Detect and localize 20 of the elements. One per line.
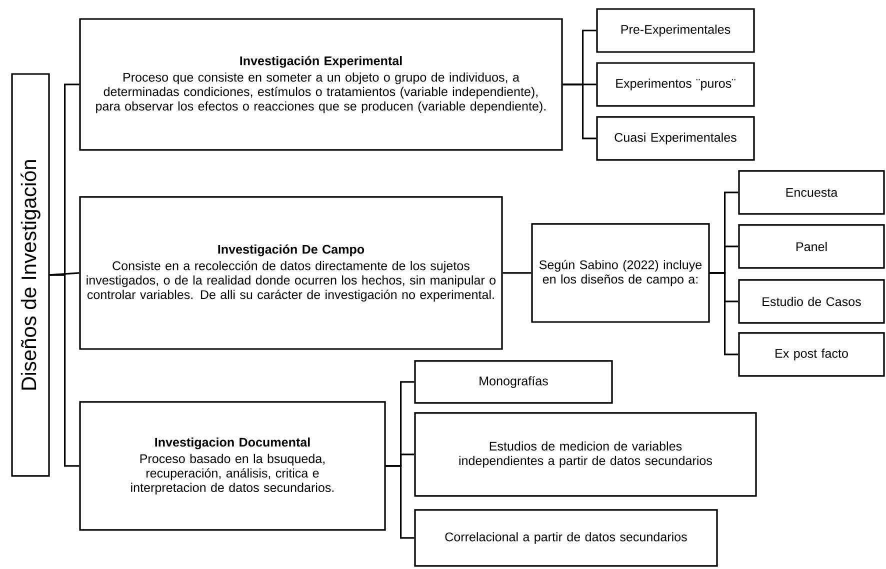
item-box: Monografías (414, 360, 613, 404)
connector-line (386, 465, 414, 539)
category-box: Investigación De Campo Consiste en a recolección de datos directamente de los sujetos investigados, o de la realidad donde ocurren los hechos, sin manipular o controlar variables. De alli su carácter de investigación no experimental. (79, 196, 503, 350)
connector-line (50, 274, 80, 467)
category-box: Investigación Experimental Proceso que consiste en someter a un objeto o grupo de individuos, a determinadas condiciones, estímulos o tratamientos (variable independiente), para observar los efectos o reacciones que se producen (variable dependiente). (79, 18, 563, 151)
item-box: Estudios de medicion de variables independientes a partir de datos secundarios (414, 412, 757, 497)
item-box: Pre-Experimentales (596, 8, 755, 53)
item-box: Según Sabino (2022) incluye en los diseños de campo a: (531, 223, 710, 323)
item-box: Ex post facto (738, 332, 885, 377)
connector-line (502, 272, 532, 274)
connector-line (562, 84, 596, 140)
title-box: Diseños de Investigación (11, 73, 50, 477)
item-box: Encuesta (738, 170, 885, 215)
category-box: Investigacion Documental Proceso basado en la bsuqueda, recuperación, análisis, critica e interpretacion de datos secundarios. (79, 401, 386, 531)
item-box: Panel (738, 224, 885, 269)
item-box: Estudio de Casos (738, 279, 885, 324)
item-box: Experimentos ¨puros¨ (596, 62, 755, 107)
item-box: Correlacional a partir de datos secundarios (414, 509, 718, 567)
connector-line (710, 272, 738, 356)
item-box: Cuasi Experimentales (596, 116, 755, 161)
